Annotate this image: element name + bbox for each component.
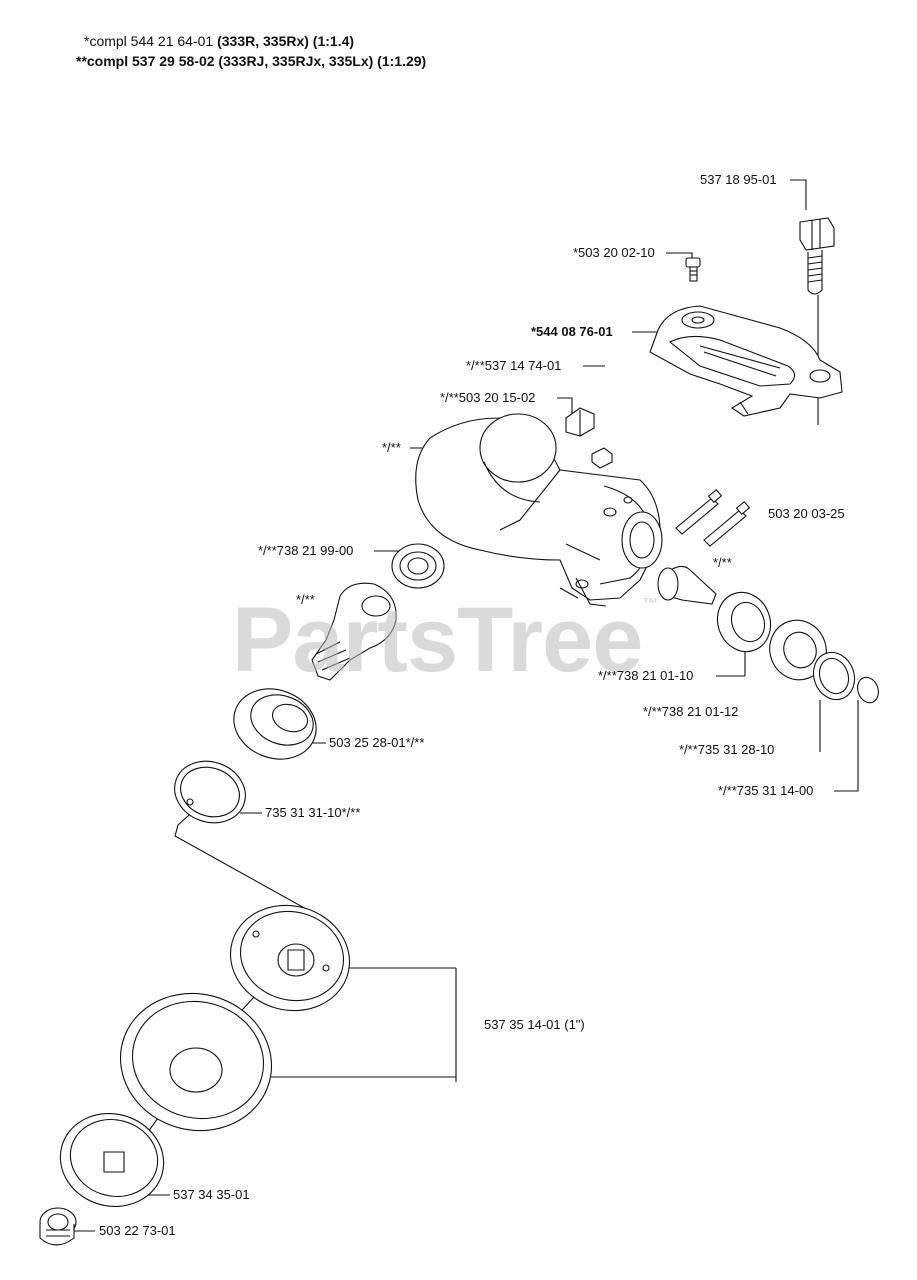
label-738-21-01-12: */**738 21 01-12: [643, 704, 739, 719]
support-cup: [119, 992, 273, 1132]
header-line-1-models: (333R, 335Rx) (1:1.4): [217, 33, 355, 49]
label-input-shaft: */**: [713, 555, 732, 570]
label-537-18-95-01: 537 18 95-01: [700, 172, 777, 187]
label-735-31-31-10: 735 31 31-10*/**: [265, 805, 361, 820]
label-housing: */**: [382, 440, 401, 455]
label-503-20-02-10: *503 20 02-10: [573, 245, 655, 260]
label-537-14-74-01: */**537 14 74-01: [466, 358, 562, 373]
bearing-small: [391, 543, 445, 589]
spacer: [812, 651, 856, 701]
label-503-25-28-01: 503 25 28-01*/**: [329, 735, 425, 750]
watermark-mark: ™: [642, 596, 658, 613]
header-line-1-prefix: *compl 544 21 64-01: [84, 33, 218, 49]
label-pinion: */**: [296, 592, 315, 607]
bearing-shaft-a: [716, 591, 772, 653]
bearing-shaft-b: [769, 619, 827, 681]
header-line-1: *compl 544 21 64-01 (333R, 335Rx) (1:1.4…: [84, 33, 354, 49]
label-735-31-14-00: */**735 31 14-00: [718, 783, 814, 798]
pinion-gear: [311, 582, 397, 681]
header-line-2-text: **compl 537 29 58-02 (333RJ, 335RJx, 335…: [76, 53, 427, 69]
label-503-22-73-01: 503 22 73-01: [99, 1223, 176, 1238]
retaining-ring: [857, 676, 879, 704]
label-503-20-15-02: */**503 20 15-02: [440, 390, 536, 405]
thrust-washer: [59, 1113, 165, 1207]
label-738-21-01-10: */**738 21 01-10: [598, 668, 694, 683]
label-738-21-99-00: */**738 21 99-00: [258, 543, 354, 558]
label-537-34-35-01: 537 34 35-01: [173, 1187, 250, 1202]
pin: [591, 447, 613, 469]
circlip: [174, 760, 246, 824]
knob-screw: [799, 217, 835, 295]
input-shaft: [657, 565, 717, 605]
label-537-35-14-01: 537 35 14-01 (1"): [484, 1017, 585, 1032]
clamp-cover: [649, 305, 843, 417]
header-line-2: **compl 537 29 58-02 (333RJ, 335RJx, 335…: [76, 53, 426, 69]
label-544-08-76-01: *544 08 76-01: [531, 324, 613, 339]
screw-small: [685, 257, 701, 282]
gear-housing: [415, 413, 663, 607]
bearing-main: [233, 688, 317, 760]
label-735-31-28-10: */**735 31 28-10: [679, 742, 775, 757]
watermark: PartsTree™: [232, 588, 658, 693]
label-503-20-03-25: 503 20 03-25: [768, 506, 845, 521]
watermark-text: PartsTree: [232, 589, 643, 691]
bolts: [675, 488, 751, 547]
plug: [565, 407, 595, 437]
nut: [39, 1207, 77, 1246]
drive-disc: [229, 904, 351, 1012]
